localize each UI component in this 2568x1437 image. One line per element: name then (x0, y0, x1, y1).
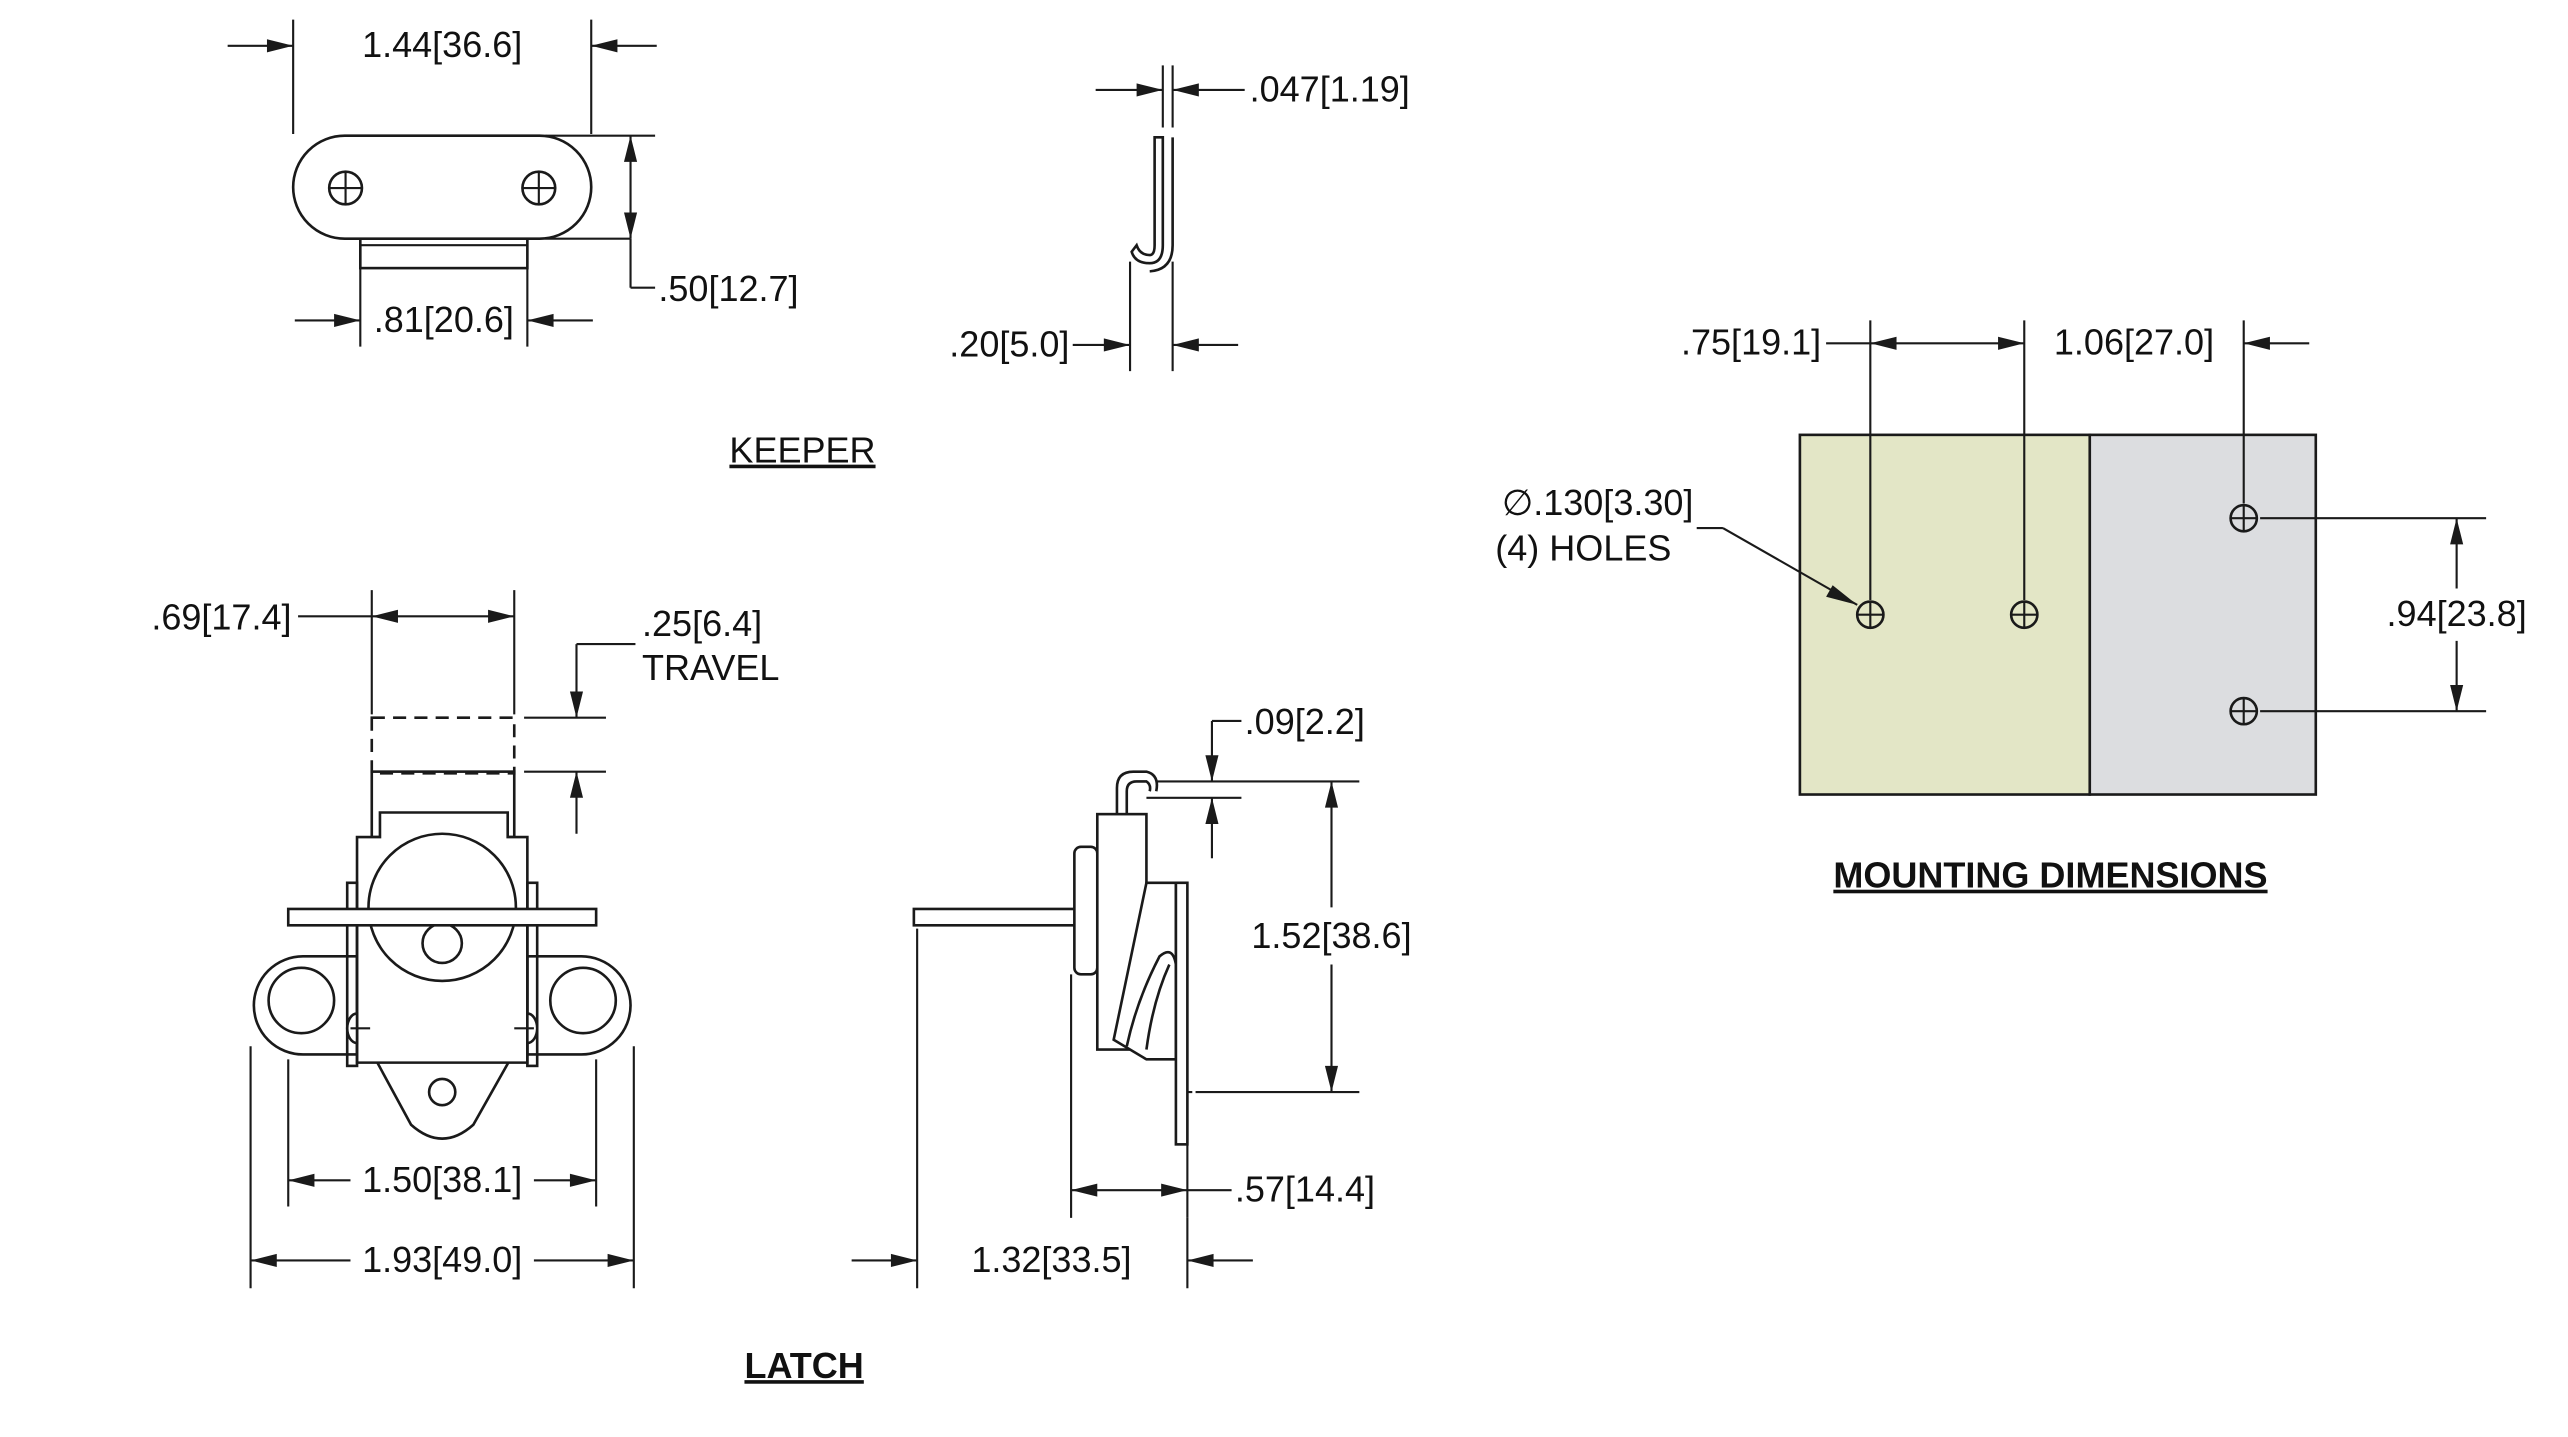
overall-width-dimension: 1.93[49.0] (249, 1046, 635, 1289)
keeper-thickness-dimension: .047[1.19] (1095, 65, 1410, 128)
keeper-hook-depth-label: .20[5.0] (949, 323, 1069, 364)
mount-spacing-label: 1.50[38.1] (362, 1159, 522, 1200)
latch-side-bar (912, 907, 1086, 927)
keeper-tab (358, 235, 529, 270)
keeper-tab-width-dimension: .81[20.6] (294, 268, 593, 347)
keeper-height-dimension: .50[12.7] (545, 134, 799, 309)
hook-offset-dimension: .09[2.2] (1146, 701, 1365, 859)
plunger-width-dimension: .69[17.4] (151, 590, 516, 715)
overall-width-label: 1.93[49.0] (362, 1239, 522, 1280)
keeper-hole-right (521, 170, 557, 206)
latch-title: LATCH (744, 1345, 863, 1386)
body-depth-label: .57[14.4] (1235, 1169, 1375, 1210)
plunger-width-label: .69[17.4] (151, 596, 291, 637)
latch-height-dimension: 1.52[38.6] (1195, 781, 1412, 1094)
plunger-extended-outline (370, 716, 516, 775)
travel-value-label: .25[6.4] (642, 603, 762, 644)
latch-height-label: 1.52[38.6] (1251, 915, 1411, 956)
keeper-title: KEEPER (729, 430, 875, 471)
bottom-lobe (366, 1044, 520, 1140)
latch-front-view: .69[17.4] .25[6.4] TRAVEL 1.50[38.1] (151, 590, 779, 1289)
keeper-front-view: 1.44[36.6] .50[12.7] .81[20.6] (227, 19, 799, 347)
keeper-hole-left (327, 170, 364, 206)
keeper-hole-spacing-label: .75[19.1] (1681, 322, 1821, 363)
keeper-side-view: .047[1.19] .20[5.0] (949, 65, 1410, 372)
keeper-zone (1798, 433, 2092, 796)
mount-spacing-dimension: 1.50[38.1] (287, 1059, 598, 1207)
travel-word-label: TRAVEL (642, 647, 779, 688)
mounting-dimensions-title: MOUNTING DIMENSIONS (1833, 855, 2267, 896)
mount-hole-latch-bottom (2229, 696, 2259, 726)
mount-ear-right (526, 955, 632, 1056)
mounting-dimensions-view: .75[19.1] 1.06[27.0] ∅.130[3.30] (4) HOL… (1495, 320, 2527, 796)
bottom-lobe-hole (427, 1077, 457, 1107)
mount-ear-left (252, 955, 359, 1056)
keeper-length-label: 1.44[36.6] (362, 24, 522, 65)
keeper-length-dimension: 1.44[36.6] (227, 19, 657, 135)
keeper-profile (1130, 136, 1165, 265)
latch-side-hub (1073, 845, 1099, 976)
latch-side-spring-arm (1112, 881, 1178, 1061)
latch-side-hook (1115, 770, 1159, 815)
hole-count-label: (4) HOLES (1495, 528, 1671, 569)
latch-zone (2088, 433, 2318, 796)
keeper-height-label: .50[12.7] (658, 268, 798, 309)
keeper-thickness-label: .047[1.19] (1250, 68, 1410, 109)
hole-callout: ∅.130[3.30] (4) HOLES (1495, 482, 1858, 606)
latch-housing (355, 811, 529, 1064)
latch-dial (367, 832, 518, 983)
latch-bar (286, 907, 598, 927)
latch-hole-offset-label: 1.06[27.0] (2054, 322, 2214, 363)
horizontal-hole-dimensions: .75[19.1] 1.06[27.0] (1681, 320, 2310, 600)
body-depth-dimension: .57[14.4] (1070, 974, 1375, 1218)
keeper-plate (291, 134, 593, 240)
latch-hole-spacing-label: .94[23.8] (2387, 593, 2527, 634)
mount-hole-keeper-left (1855, 600, 1885, 630)
latch-side-plate (1174, 881, 1189, 1146)
latch-side-view: .09[2.2] 1.52[38.6] .57[14.4] (851, 701, 1412, 1289)
mount-hole-latch-top (2229, 503, 2259, 533)
hole-diameter-label: ∅.130[3.30] (1502, 482, 1694, 523)
hook-offset-label: .09[2.2] (1245, 701, 1365, 742)
keeper-hook-depth-dimension: .20[5.0] (949, 261, 1239, 372)
keeper-tab-width-label: .81[20.6] (374, 299, 514, 340)
vertical-hole-dimension: .94[23.8] (2260, 517, 2527, 713)
travel-dimension: .25[6.4] TRAVEL (524, 603, 779, 834)
overall-depth-label: 1.32[33.5] (971, 1239, 1131, 1280)
mount-hole-keeper-right (2009, 600, 2039, 630)
overall-depth-dimension: 1.32[33.5] (851, 928, 1253, 1289)
